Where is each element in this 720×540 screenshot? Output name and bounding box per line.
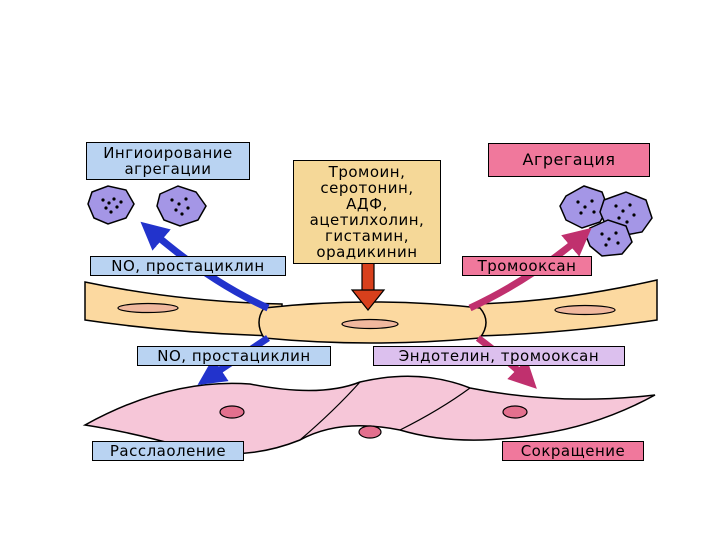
platelet-cluster-right [559,185,653,257]
label-inhibition-of-aggregation: Ингиоирование агрегации [86,142,250,180]
label-endothelin-thromboxane: Эндотелин, тромооксан [373,346,625,366]
mediator-2: серотонин, [320,179,414,197]
smooth-muscle-layer [82,375,656,455]
label-contraction: Сокращение [502,441,644,461]
nucleus-endo-3 [554,304,616,316]
label-no-prostacyclin-lower: NO, простациклин [137,346,331,366]
label-mediators: Тромоин, серотонин, АДФ, ацетилхолин, ги… [293,160,441,264]
platelet-left-2 [156,185,207,227]
platelet-left-1 [87,185,135,225]
nucleus-muscle-1 [219,405,245,419]
nucleus-endo-1 [117,302,179,314]
mediator-4: ацетилхолин, [309,211,425,229]
nucleus-muscle-2 [358,425,382,439]
endothelium-layer [84,279,658,344]
mediator-1: Тромоин, [328,163,406,181]
nucleus-muscle-3 [502,405,528,419]
arrow-to-platelet-aggregation [468,227,592,312]
label-inhibition-line-1: Ингиоирование [103,144,233,162]
mediator-3: АДФ, [346,195,388,213]
mediator-5: гистамин, [325,227,409,245]
label-relaxation: Расслаоление [92,441,244,461]
label-thromboxane: Тромооксан [462,256,592,276]
mediator-6: орадикинин [316,243,418,261]
label-inhibition-line-2: агрегации [124,160,212,178]
label-no-prostacyclin-upper: NO, простациклин [90,256,286,276]
label-aggregation: Агрегация [488,143,650,177]
nucleus-endo-2 [341,318,399,330]
